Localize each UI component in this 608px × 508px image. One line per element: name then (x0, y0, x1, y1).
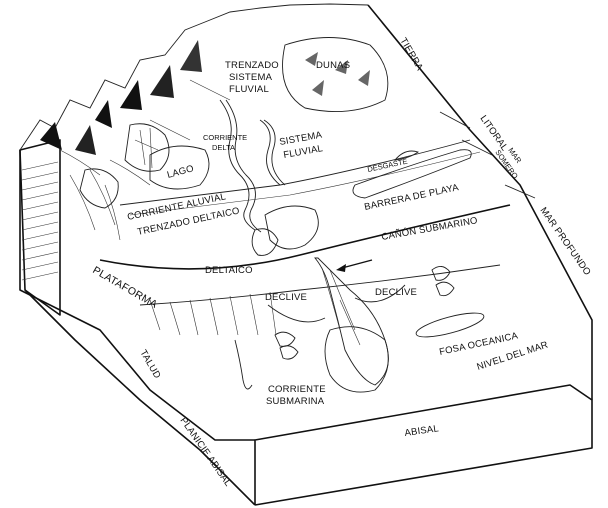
label-deltaico: DELTAICO (205, 265, 253, 276)
label-trenzado-1: TRENZADO (225, 60, 279, 71)
canyon-arrow (336, 260, 372, 272)
slope-texture (150, 292, 276, 335)
label-declive-left: DECLIVE (265, 292, 307, 303)
label-abisal: ABISAL (404, 423, 440, 439)
label-mar-profundo: MAR PROFUNDO (538, 205, 593, 277)
left-face-hatching (22, 162, 58, 280)
label-planicie-abisal: PLANICIE ABISAL (178, 415, 234, 488)
label-plataforma: PLATAFORMA (91, 264, 160, 311)
label-corriente-delta-1: CORRIENTE (203, 133, 247, 142)
label-tierra: TIERRA (397, 36, 425, 73)
label-dunas: DUNAS (316, 60, 350, 71)
slope-mounds (275, 266, 454, 359)
alluvial-fans (80, 124, 169, 208)
label-trenzado-2: SISTEMA (229, 72, 273, 83)
slope-channel (235, 340, 252, 389)
delta-lobes (252, 206, 318, 255)
label-declive-right: DECLIVE (375, 287, 417, 298)
label-corriente-submarina-1: CORRIENTE (268, 384, 326, 395)
label-trenzado-3: FLUVIAL (229, 84, 269, 95)
label-talud: TALUD (137, 348, 162, 381)
submarine-canyon (315, 258, 388, 385)
label-lago: LAGO (166, 163, 195, 181)
dunes (283, 38, 388, 112)
label-corriente-submarina-2: SUBMARINA (266, 396, 325, 407)
label-litoral: LITORAL (478, 113, 510, 153)
label-corriente-delta-2: DELTA (212, 143, 235, 152)
oceanic-trench (414, 308, 486, 342)
label-canon-submarino: CAÑÓN SUBMARINO (381, 215, 479, 243)
label-barrera-de-playa: BARRERA DE PLAYA (363, 182, 460, 213)
